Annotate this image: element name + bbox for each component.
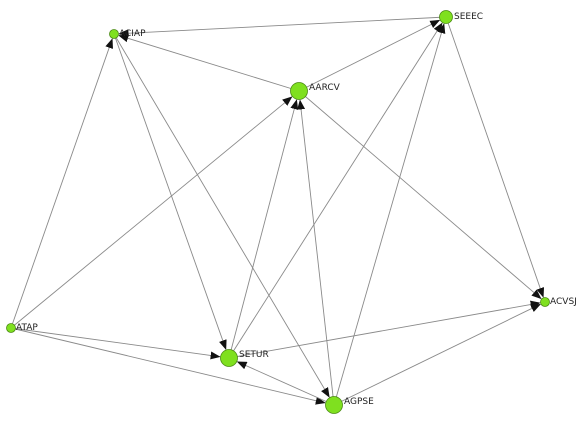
node-circle bbox=[325, 396, 343, 414]
node-label: ATAP bbox=[16, 323, 38, 333]
node-label: ACVSJ bbox=[550, 297, 577, 307]
node-circle bbox=[290, 82, 308, 100]
edge-aarcv-to-aciap bbox=[118, 34, 300, 92]
edge-aciap-to-setur bbox=[113, 33, 227, 350]
node-acvsj: ACVSJ bbox=[540, 297, 577, 307]
node-agpse: AGPSE bbox=[325, 396, 374, 414]
edges-layer bbox=[10, 16, 545, 406]
edge-atap-to-agpse bbox=[10, 327, 326, 405]
node-label: SETUR bbox=[239, 350, 269, 360]
edge-setur-to-seeec bbox=[228, 22, 443, 359]
node-circle bbox=[109, 29, 119, 39]
nodes-layer: ACIAP SEEEC AARCV ACVSJ ATAP SETUR AGPSE bbox=[6, 10, 577, 414]
edge-atap-to-aciap bbox=[10, 38, 113, 329]
edge-aarcv-to-seeec bbox=[298, 19, 441, 92]
node-aciap: ACIAP bbox=[109, 29, 146, 39]
node-aarcv: AARCV bbox=[290, 82, 341, 100]
node-label: SEEEC bbox=[454, 12, 483, 22]
edge-agpse-to-setur bbox=[236, 361, 335, 406]
edge-setur-to-aarcv bbox=[228, 99, 299, 359]
edge-agpse-to-seeec bbox=[333, 23, 446, 406]
node-circle bbox=[540, 297, 550, 307]
edge-seeec-to-acvsj bbox=[445, 16, 545, 298]
node-seeec: SEEEC bbox=[439, 10, 483, 24]
edge-atap-to-aarcv bbox=[10, 96, 293, 329]
node-circle bbox=[439, 10, 453, 24]
node-setur: SETUR bbox=[220, 349, 269, 367]
edge-agpse-to-aarcv bbox=[297, 99, 335, 406]
node-atap: ATAP bbox=[6, 323, 38, 333]
edge-aarcv-to-acvsj bbox=[298, 90, 542, 300]
node-label: AARCV bbox=[309, 83, 341, 93]
edge-setur-to-acvsj bbox=[228, 300, 541, 359]
edge-agpse-to-acvsj bbox=[333, 303, 541, 406]
edge-seeec-to-aciap bbox=[118, 16, 447, 38]
node-label: AGPSE bbox=[344, 397, 374, 407]
node-circle bbox=[6, 323, 16, 333]
edge-atap-to-setur bbox=[10, 327, 221, 360]
edge-aciap-to-agpse bbox=[113, 33, 330, 398]
node-circle bbox=[220, 349, 238, 367]
node-label: ACIAP bbox=[119, 29, 146, 39]
